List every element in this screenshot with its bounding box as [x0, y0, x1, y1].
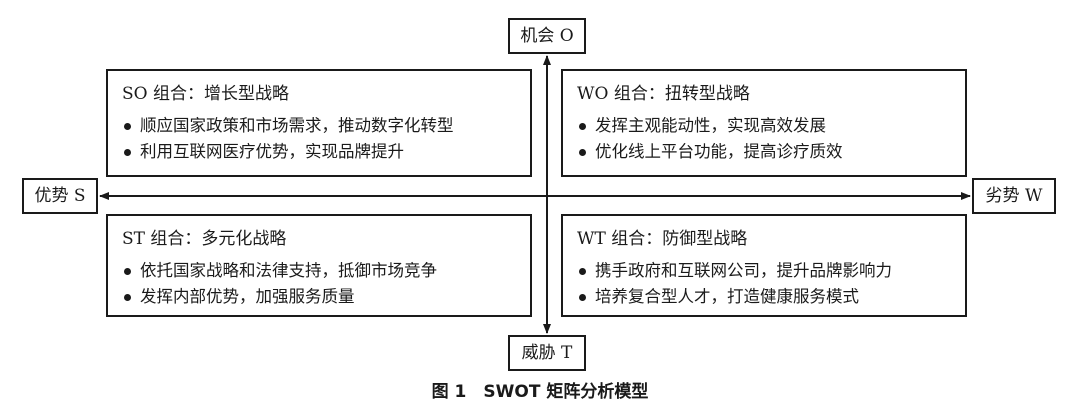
threat-label-text: 威胁 T — [521, 342, 573, 363]
quadrant-so-list: 顺应国家政策和市场需求，推动数字化转型 利用互联网医疗优势，实现品牌提升 — [122, 113, 516, 165]
opportunity-label-text: 机会 O — [520, 25, 574, 46]
list-item-text: 依托国家战略和法律支持，抵御市场竞争 — [140, 261, 437, 280]
quadrant-wo-title: WO 组合：扭转型战略 — [577, 84, 750, 104]
strength-label-text: 优势 S — [34, 185, 86, 206]
bullet-icon — [579, 293, 586, 301]
list-item-text: 利用互联网医疗优势，实现品牌提升 — [140, 142, 404, 161]
list-item: 发挥主观能动性，实现高效发展 — [577, 113, 951, 139]
list-item: 优化线上平台功能，提高诊疗质效 — [577, 139, 951, 165]
weakness-label-text: 劣势 W — [985, 185, 1043, 206]
figure-caption: 图 1 SWOT 矩阵分析模型 — [431, 382, 649, 402]
bullet-icon — [124, 148, 131, 156]
quadrant-wt-title: WT 组合：防御型战略 — [577, 229, 748, 249]
threat-label: 威胁 T — [508, 335, 586, 371]
quadrant-so: SO 组合：增长型战略 顺应国家政策和市场需求，推动数字化转型 利用互联网医疗优… — [106, 69, 532, 177]
bullet-icon — [579, 267, 586, 275]
list-item: 顺应国家政策和市场需求，推动数字化转型 — [122, 113, 516, 139]
list-item: 依托国家战略和法律支持，抵御市场竞争 — [122, 258, 516, 284]
quadrant-wt: WT 组合：防御型战略 携手政府和互联网公司，提升品牌影响力 培养复合型人才，打… — [561, 214, 967, 317]
list-item: 携手政府和互联网公司，提升品牌影响力 — [577, 258, 951, 284]
bullet-icon — [124, 293, 131, 301]
list-item: 发挥内部优势，加强服务质量 — [122, 284, 516, 310]
list-item-text: 培养复合型人才，打造健康服务模式 — [595, 287, 859, 306]
quadrant-st-list: 依托国家战略和法律支持，抵御市场竞争 发挥内部优势，加强服务质量 — [122, 258, 516, 310]
list-item: 培养复合型人才，打造健康服务模式 — [577, 284, 951, 310]
quadrant-st-title: ST 组合：多元化战略 — [122, 229, 287, 249]
bullet-icon — [579, 148, 586, 156]
bullet-icon — [579, 122, 586, 130]
list-item-text: 优化线上平台功能，提高诊疗质效 — [595, 142, 843, 161]
bullet-icon — [124, 122, 131, 130]
list-item: 利用互联网医疗优势，实现品牌提升 — [122, 139, 516, 165]
quadrant-wo-list: 发挥主观能动性，实现高效发展 优化线上平台功能，提高诊疗质效 — [577, 113, 951, 165]
quadrant-wo: WO 组合：扭转型战略 发挥主观能动性，实现高效发展 优化线上平台功能，提高诊疗… — [561, 69, 967, 177]
list-item-text: 发挥内部优势，加强服务质量 — [140, 287, 355, 306]
quadrant-st: ST 组合：多元化战略 依托国家战略和法律支持，抵御市场竞争 发挥内部优势，加强… — [106, 214, 532, 317]
list-item-text: 携手政府和互联网公司，提升品牌影响力 — [595, 261, 892, 280]
quadrant-so-title: SO 组合：增长型战略 — [122, 84, 289, 104]
list-item-text: 发挥主观能动性，实现高效发展 — [595, 116, 826, 135]
bullet-icon — [124, 267, 131, 275]
quadrant-wt-list: 携手政府和互联网公司，提升品牌影响力 培养复合型人才，打造健康服务模式 — [577, 258, 951, 310]
weakness-label: 劣势 W — [972, 178, 1056, 214]
opportunity-label: 机会 O — [508, 18, 586, 54]
list-item-text: 顺应国家政策和市场需求，推动数字化转型 — [140, 116, 454, 135]
strength-label: 优势 S — [22, 178, 98, 214]
